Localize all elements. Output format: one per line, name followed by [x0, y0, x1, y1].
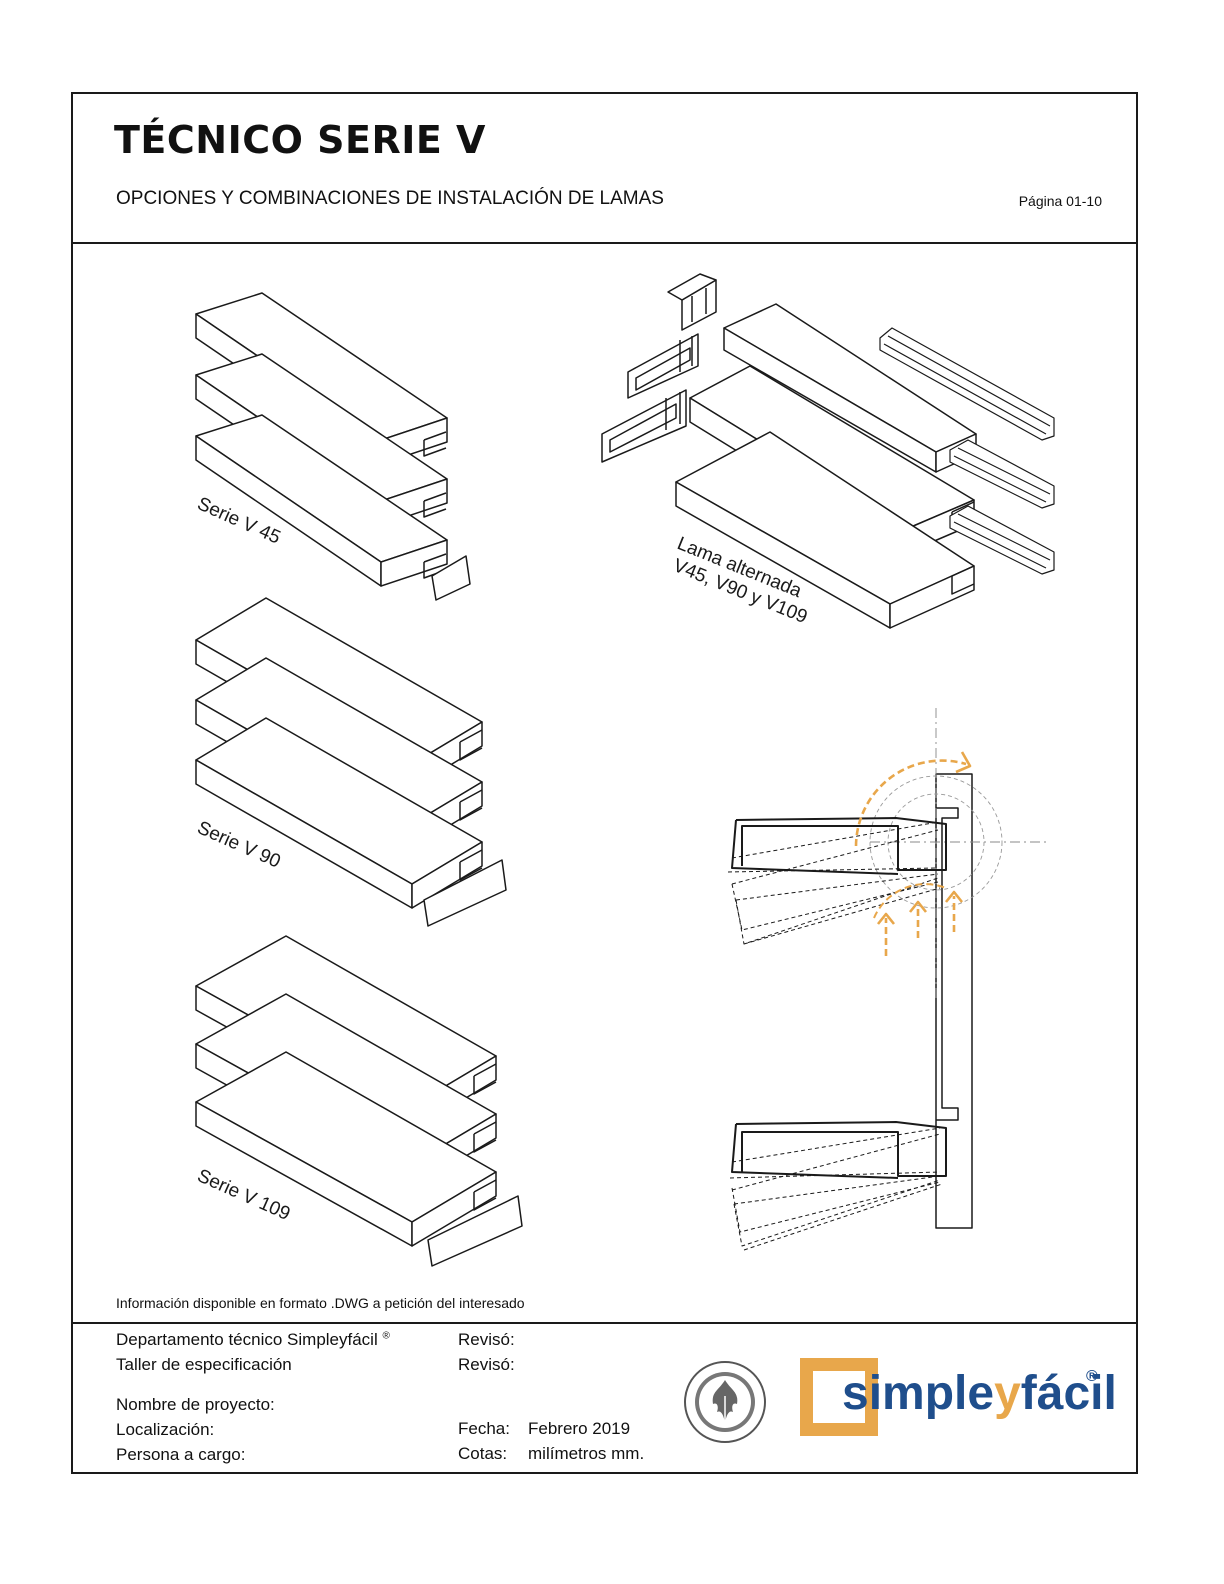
page-number: Página 01-10 — [1018, 193, 1102, 209]
footer-taller: Taller de especificación — [116, 1355, 292, 1374]
footer-proyecto: Nombre de proyecto: — [116, 1395, 275, 1414]
footer-cotas-label: Cotas: — [458, 1444, 508, 1463]
logo-registered-mark: ® — [1086, 1368, 1098, 1385]
series-v90-drawing — [195, 597, 507, 927]
logo-square — [800, 1358, 878, 1436]
page-frame — [71, 92, 1138, 1474]
page-title: TÉCNICO SERIE V — [114, 118, 486, 162]
dwg-note: Información disponible en formato .DWG a… — [116, 1295, 525, 1311]
footer-divider — [71, 1322, 1138, 1324]
series-v109-drawing — [195, 935, 523, 1267]
series-v45-drawing — [195, 292, 471, 601]
rotation-arrows — [854, 751, 972, 956]
header-divider — [71, 242, 1138, 244]
label-serie-v109: Serie V 109 — [194, 1165, 293, 1225]
footer-fecha-value: Febrero 2019 — [528, 1419, 631, 1438]
alternating-slats-drawing — [601, 273, 1055, 629]
technical-drawing: Serie V 45 Serie V 90 — [194, 273, 1055, 1267]
footer-reviso-2: Revisó: — [458, 1355, 515, 1374]
page-subtitle: OPCIONES Y COMBINACIONES DE INSTALACIÓN … — [116, 188, 664, 209]
footer-cotas-value: milímetros mm. — [528, 1444, 645, 1463]
footer-dept: Departamento técnico Simpleyfácil ® — [116, 1330, 390, 1349]
usgbc-logo — [684, 1361, 766, 1443]
footer-reviso-1: Revisó: — [458, 1330, 515, 1349]
logo-wordmark: simpleyfácil — [842, 1367, 1117, 1420]
footer-persona: Persona a cargo: — [116, 1445, 246, 1464]
footer-localizacion: Localización: — [116, 1420, 215, 1439]
simpleyfacil-logo: simpleyfácil ® — [800, 1356, 1117, 1440]
footer-fecha-label: Fecha: — [458, 1419, 510, 1438]
section-detail-drawing — [727, 708, 1046, 1251]
